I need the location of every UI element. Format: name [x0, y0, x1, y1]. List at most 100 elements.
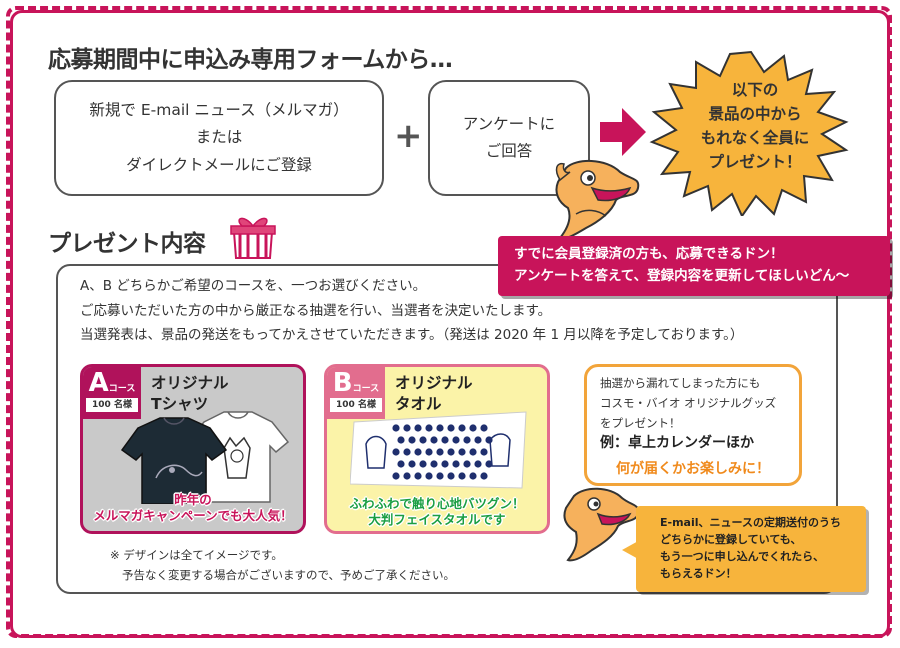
- towel-dot: [480, 472, 488, 480]
- present-description: A、B どちらかご希望のコースを、一つお選びください。 ご応募いただいた方の中か…: [80, 274, 743, 348]
- towel-dot: [425, 472, 433, 480]
- mascot-speech-bubble: すでに会員登録済の方も、応募できるドン！ アンケートを答えて、登録内容を更新して…: [498, 236, 890, 296]
- course-suffix: コース: [352, 384, 380, 394]
- towel-dot: [463, 436, 471, 444]
- course-letter: B: [332, 368, 353, 398]
- page-frame: [10, 10, 890, 638]
- caption-line: 昨年の: [174, 492, 212, 507]
- towel-dot: [430, 436, 438, 444]
- course-count: 100 名様: [330, 397, 382, 412]
- towel-dot: [458, 472, 466, 480]
- course-count: 100 名様: [86, 397, 138, 412]
- other-prize-line: コスモ・バイオ オリジナルグッズ: [600, 395, 777, 410]
- step-heading: 応募期間中に申込み専用フォームから…: [48, 47, 453, 73]
- towel-dot: [469, 424, 477, 432]
- towel-dot: [408, 436, 416, 444]
- caption-line: メルマガキャンペーンでも大人気！: [93, 508, 293, 524]
- speech-line: アンケートを答えて、登録内容を更新してほしいどん～: [514, 268, 850, 285]
- plus-sign: +: [394, 116, 423, 156]
- towel-dot: [425, 448, 433, 456]
- towel-dot: [392, 472, 400, 480]
- speech-tail: [622, 540, 640, 560]
- towel-dot: [414, 448, 422, 456]
- course-a-title: オリジナル Tシャツ: [151, 373, 229, 415]
- towel-dot: [436, 424, 444, 432]
- towel-dot: [447, 472, 455, 480]
- survey-line: ご回答: [485, 142, 533, 160]
- towel-dot: [436, 448, 444, 456]
- present-heading: プレゼント内容: [48, 231, 206, 257]
- mascot-speech-bubble: E-mail、ニュースの定期送付のうち どちらかに登録していても、 もう一つに申…: [636, 506, 866, 592]
- towel-dot: [436, 472, 444, 480]
- burst-line: 以下の: [731, 81, 779, 99]
- register-line: 新規で E-mail ニュース（メルマガ）: [89, 101, 349, 120]
- towel-dot: [469, 448, 477, 456]
- towel-dot: [419, 460, 427, 468]
- towel-dot: [452, 460, 460, 468]
- course-suffix: コース: [108, 384, 136, 394]
- description-line: A、B どちらかご希望のコースを、一つお選びください。: [80, 278, 427, 294]
- burst-line: プレゼント！: [708, 153, 802, 172]
- other-prize-fun: 何が届くかお楽しみに！: [616, 461, 770, 477]
- towel-dot: [458, 424, 466, 432]
- tshirt-images: [120, 411, 290, 504]
- caption-line: ふわふわで触り心地バツグン！: [349, 496, 525, 511]
- towel-dot: [463, 460, 471, 468]
- towel-dot: [408, 460, 416, 468]
- gift-icon: [230, 217, 276, 259]
- mascot-dragon-icon: [563, 487, 640, 562]
- speech-line: どちらかに登録していても、: [660, 533, 802, 547]
- towel-dot: [458, 448, 466, 456]
- course-title-line: タオル: [395, 394, 442, 413]
- speech-line: もう一つに申し込んでくれたら、: [660, 550, 825, 564]
- towel-dot: [403, 472, 411, 480]
- towel-dot: [414, 472, 422, 480]
- towel-dot: [403, 424, 411, 432]
- towel-dot: [485, 460, 493, 468]
- towel-dot: [392, 424, 400, 432]
- course-title-line: オリジナル: [395, 374, 473, 392]
- register-line: ダイレクトメールにご登録: [126, 155, 312, 174]
- towel-dot: [414, 424, 422, 432]
- course-a-badge: Aコース 100 名様: [83, 367, 141, 419]
- towel-dot: [425, 424, 433, 432]
- other-prize-box: [584, 364, 802, 486]
- caption-line: 大判フェイスタオルです: [368, 512, 506, 528]
- course-b-caption: ふわふわで触り心地バツグン！ 大判フェイスタオルです: [330, 496, 544, 529]
- towel-dot: [447, 424, 455, 432]
- course-title-line: Tシャツ: [151, 394, 209, 413]
- arrow-right-icon: [600, 108, 646, 156]
- description-line: ご応募いただいた方の中から厳正なる抽選を行い、当選者を決定いたします。: [80, 302, 552, 319]
- towel-dot: [474, 436, 482, 444]
- towel-dot: [441, 436, 449, 444]
- course-title-line: オリジナル: [151, 374, 229, 392]
- other-prize-line: 抽選から漏れてしまった方にも: [600, 376, 761, 390]
- description-line: 当選発表は、景品の発送をもってかえさせていただきます。（発送は 2020 年 1…: [80, 327, 744, 344]
- burst-text: 以下の 景品の中から もれなく全員に プレゼント！: [660, 78, 850, 174]
- other-prize-line: をプレゼント！: [600, 415, 681, 430]
- burst-line: もれなく全員に: [700, 129, 810, 148]
- other-prize-text: 抽選から漏れてしまった方にも コスモ・バイオ オリジナルグッズ をプレゼント！: [600, 374, 776, 433]
- note-line: 予告なく変更する場合がございますので、予めご了承ください。: [122, 567, 456, 582]
- towel-dot: [441, 460, 449, 468]
- course-b-badge: Bコース 100 名様: [327, 367, 385, 419]
- towel-dot: [469, 472, 477, 480]
- survey-line: アンケートに: [462, 114, 556, 133]
- course-b-title: オリジナル タオル: [395, 373, 473, 415]
- towel-dot: [447, 448, 455, 456]
- disclaimer-note: ※ デザインは全てイメージです。 予告なく変更する場合がございますので、予めご了…: [110, 546, 455, 586]
- towel-dot: [397, 436, 405, 444]
- register-line: または: [195, 128, 243, 147]
- towel-dot: [452, 436, 460, 444]
- towel-dot: [419, 436, 427, 444]
- towel-dot: [397, 460, 405, 468]
- towel-image: [350, 411, 527, 489]
- speech-line: すでに会員登録済の方も、応募できるドン！: [514, 246, 784, 262]
- course-a-caption: 昨年の メルマガキャンペーンでも大人気！: [84, 492, 302, 525]
- course-letter: A: [88, 368, 109, 398]
- note-line: ※ デザインは全てイメージです。: [110, 548, 283, 562]
- other-prize-example: 例：卓上カレンダーほか: [600, 435, 754, 451]
- speech-line: もらえるドン！: [660, 567, 737, 581]
- mascot-dragon-icon: [555, 160, 640, 240]
- burst-line: 景品の中から: [708, 105, 802, 124]
